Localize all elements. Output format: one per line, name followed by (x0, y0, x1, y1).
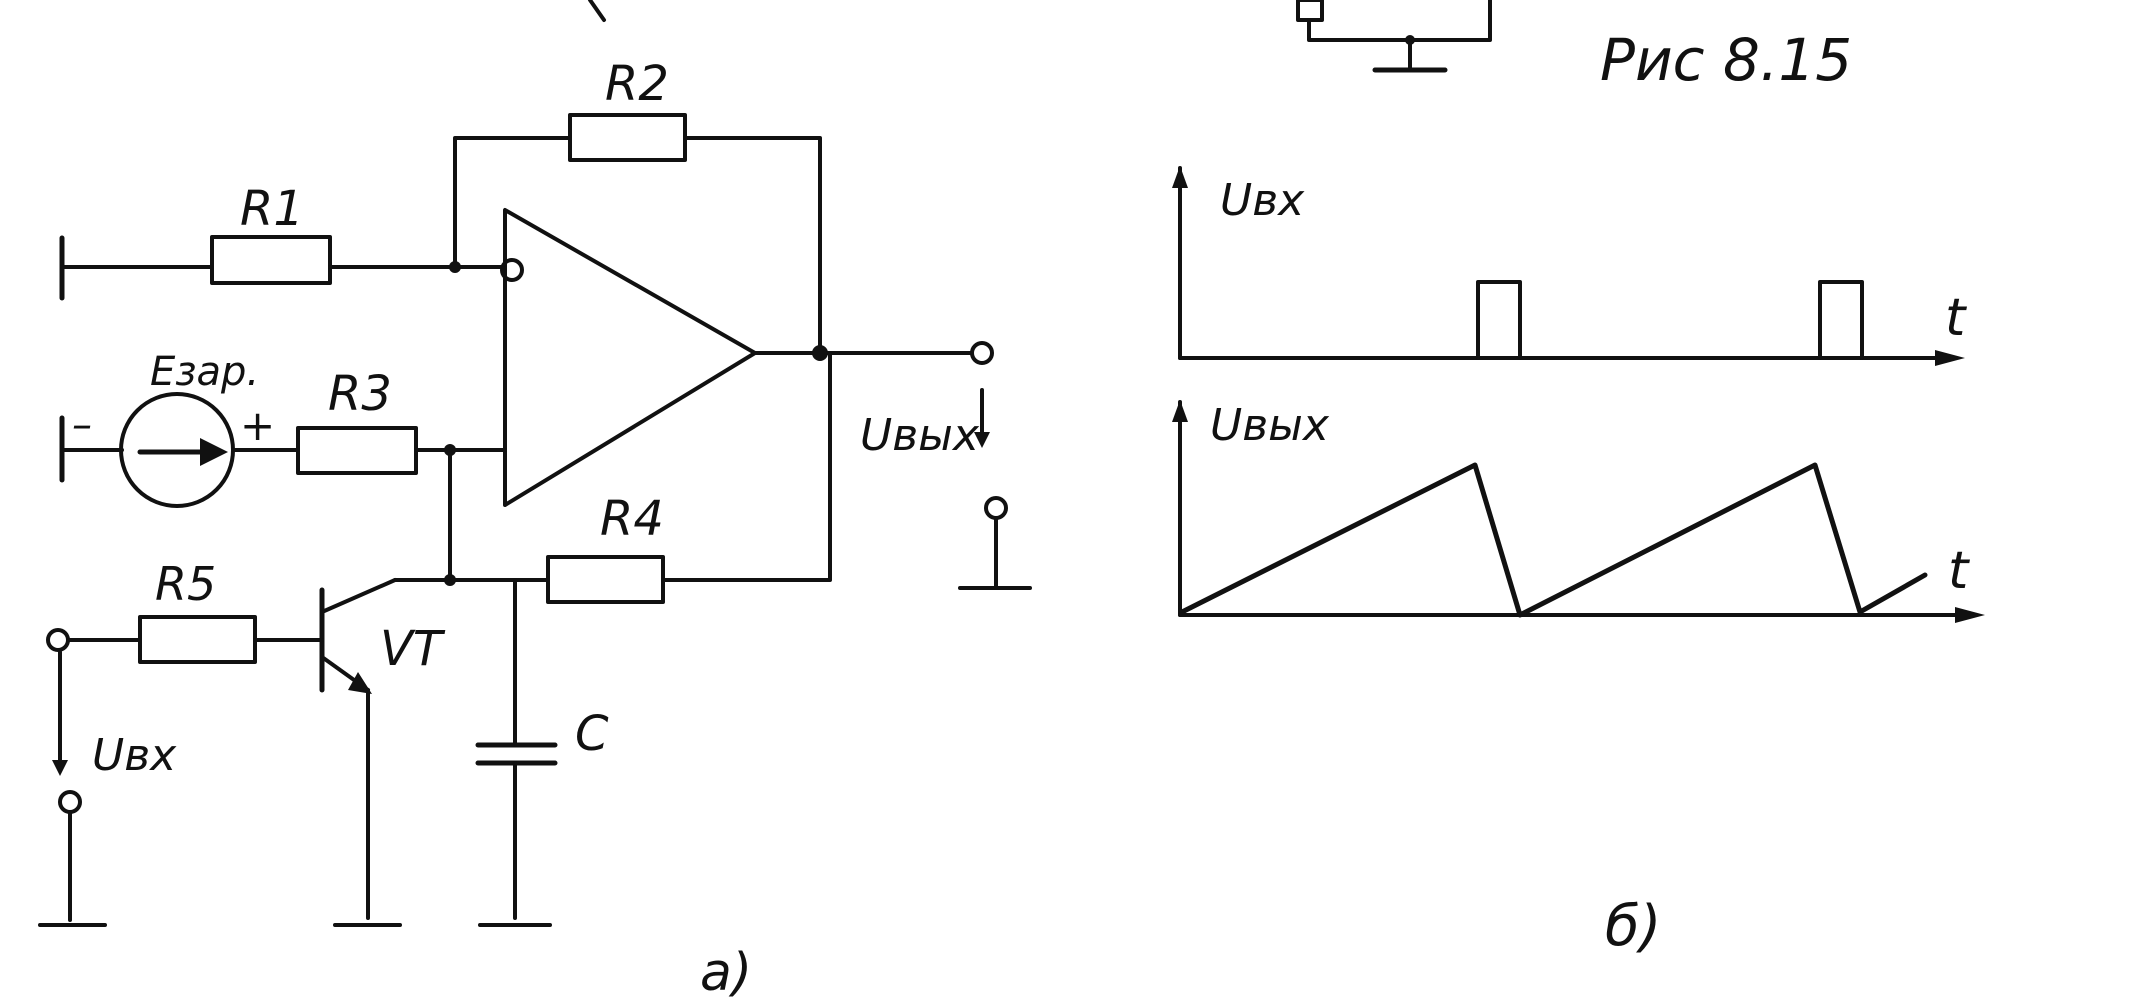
bottom-y-label: Uвых (1210, 400, 1330, 451)
circuit-diagram: R1 R2 Uвых – + Eзар. R3 (38, 56, 1032, 927)
opamp-triangle (503, 208, 757, 507)
figure-caption: Рис 8.15 (1600, 26, 1852, 94)
panel-a-label: а) (700, 943, 752, 1002)
input-return-terminal (58, 790, 82, 814)
source-plus-sign: + (240, 401, 275, 450)
node-inverting (449, 261, 461, 273)
fragment-node (1405, 35, 1415, 45)
input-pulse-1 (1476, 280, 1522, 360)
uin-label: Uвх (92, 730, 177, 781)
input-terminal (46, 628, 70, 652)
sawtooth-output (1179, 462, 1928, 618)
top-x-axis-arrow (1935, 350, 1965, 366)
uin-arrow-head (52, 760, 68, 776)
resistor-r2 (568, 113, 687, 162)
bottom-x-label: t (1948, 541, 1970, 601)
r1-label: R1 (240, 181, 304, 237)
wire-r2-right (683, 136, 822, 355)
transistor-label: VT (380, 621, 446, 677)
wire-r2-left (453, 136, 572, 269)
uout-label: Uвых (860, 410, 980, 461)
r3-label: R3 (328, 366, 392, 422)
transistor-emitter-arrow (348, 672, 372, 694)
source-label: Eзар. (150, 349, 259, 395)
source-minus-sign: – (72, 402, 92, 448)
wire-r4-right (661, 351, 832, 582)
bottom-y-axis-arrow (1172, 400, 1188, 422)
bottom-x-axis-arrow (1955, 607, 1985, 623)
resistor-r5 (138, 615, 257, 664)
opamp-inverting-input (500, 258, 524, 282)
fragment-wire (1307, 0, 1492, 42)
resistor-r4 (546, 555, 665, 604)
top-y-label: Uвх (1220, 175, 1305, 226)
previous-figure-fragment (588, 0, 1492, 73)
output-terminal (970, 341, 994, 365)
panel-b-label: б) (1605, 894, 1661, 959)
top-x-label: t (1945, 288, 1967, 348)
input-pulse-2 (1818, 280, 1864, 360)
r5-label: R5 (155, 557, 216, 611)
source-arrow-head (200, 438, 228, 466)
r4-label: R4 (600, 491, 664, 547)
resistor-r1 (210, 235, 332, 285)
top-y-axis-arrow (1172, 166, 1188, 188)
r2-label: R2 (605, 56, 669, 112)
node-capacitor (444, 574, 456, 586)
fragment-resistor (1296, 0, 1324, 22)
uout-arrow-head (974, 432, 990, 448)
output-return-terminal (984, 496, 1008, 520)
node-output (812, 345, 828, 361)
transistor-collector (320, 578, 397, 614)
capacitor-label: C (575, 706, 609, 762)
resistor-r3 (296, 426, 418, 475)
timing-diagrams: Uвх t Uвых t (1172, 166, 1985, 623)
fragment-stroke (588, 0, 606, 22)
